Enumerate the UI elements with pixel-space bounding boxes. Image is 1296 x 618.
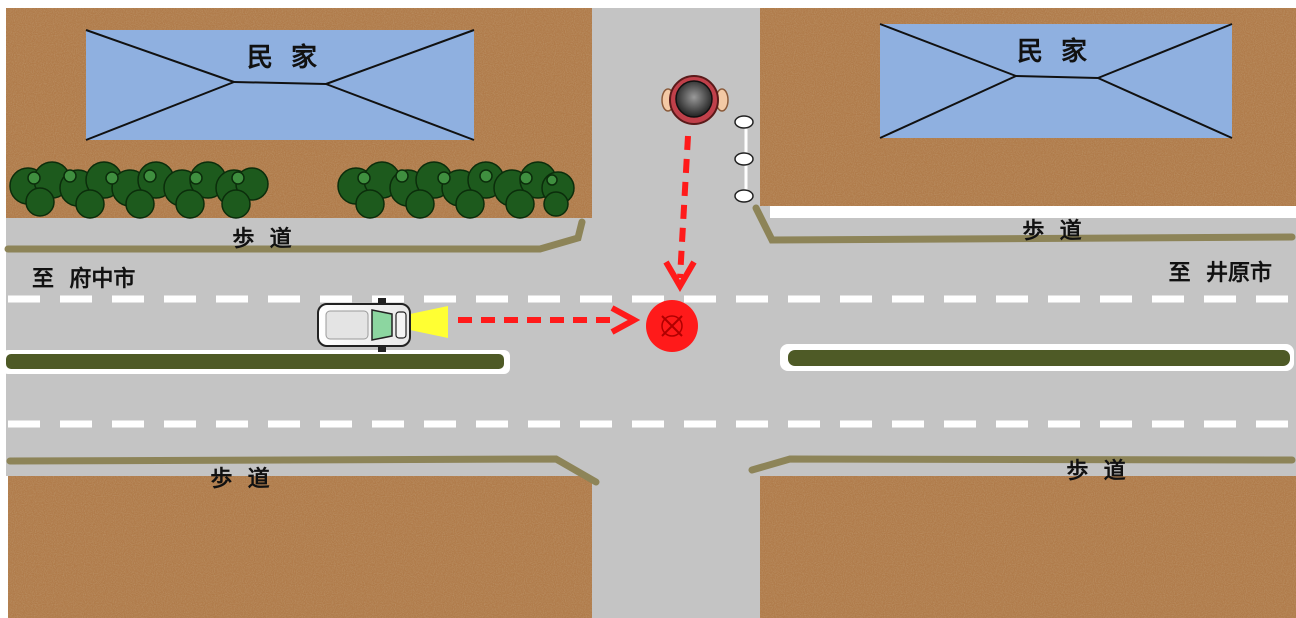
hedge-right: [337, 161, 575, 219]
curb-top-right: [752, 204, 1296, 244]
median-left: [6, 354, 504, 369]
house-label: 民 家: [247, 42, 317, 73]
car-icon: [317, 298, 448, 352]
direction-label-left: 至 府中市: [32, 266, 135, 292]
direction-label-right: 至 井原市: [1169, 260, 1272, 286]
road-labels: 歩 道 歩 道 歩 道 歩 道 至 府中市 至 井原市: [32, 218, 1272, 492]
motorcycle-path-arrow: [663, 135, 697, 292]
car-path-arrow: [458, 305, 641, 335]
curb-bottom-left: [6, 455, 600, 486]
headlight-beam: [410, 306, 448, 338]
sidewalk-label: 歩 道: [1066, 458, 1125, 484]
sidewalk-label: 歩 道: [210, 466, 269, 492]
road-stud: [734, 152, 754, 166]
road-edge-posts: [734, 115, 754, 203]
sidewalk-label: 歩 道: [232, 226, 291, 252]
curb-bottom-right: [748, 455, 1296, 474]
medians: [2, 344, 1294, 374]
house-left: 民 家: [85, 29, 475, 141]
curb-top-left: [4, 218, 586, 253]
house-label: 民 家: [1017, 36, 1087, 67]
collision-point-icon: [646, 300, 698, 352]
curbs: [4, 204, 1296, 486]
road-stud: [734, 189, 754, 203]
hedge-left: [9, 161, 269, 219]
road-stud: [734, 115, 754, 129]
house-right: 民 家: [879, 23, 1233, 139]
lane-markings: [8, 295, 1294, 428]
motorcycle-icon: [661, 75, 729, 125]
median-right: [788, 350, 1290, 366]
sidewalk-label: 歩 道: [1022, 218, 1081, 244]
